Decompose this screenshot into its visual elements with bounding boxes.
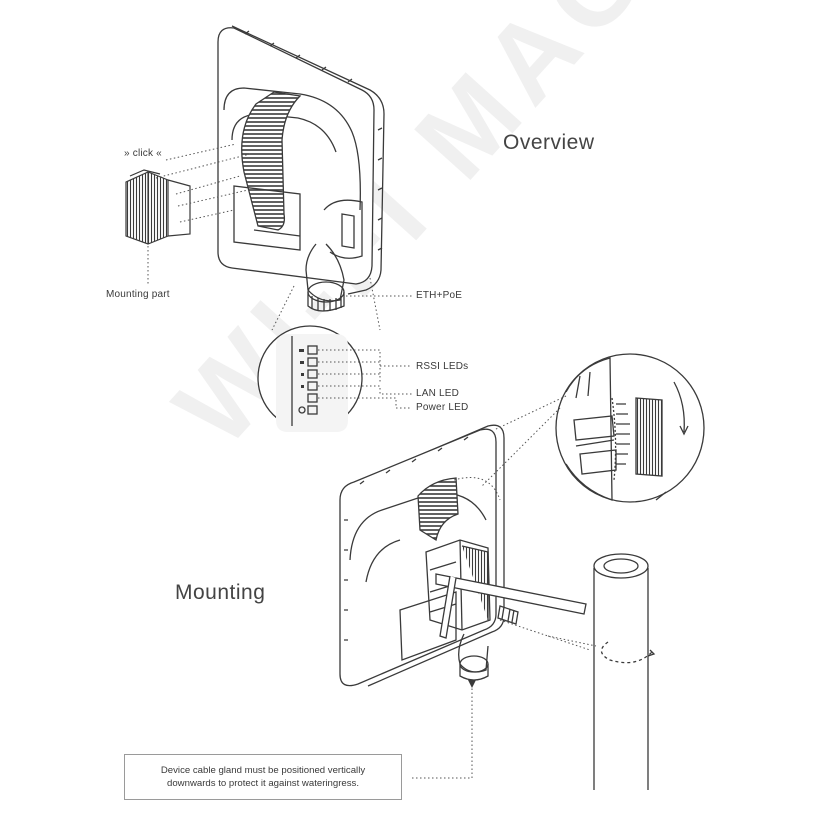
pole [593,553,656,790]
arrow-head [468,680,476,688]
lan-led-label: LAN LED [416,388,460,399]
led-detail-circle [257,325,363,432]
mounting-part-icon [125,169,191,245]
rssi-leds-label: RSSI LEDs [416,361,469,372]
note-line-1: Device cable gland must be positioned ve… [160,765,366,776]
led-leaders [318,349,412,409]
cable-gland-note: Device cable gland must be positioned ve… [124,754,402,800]
leader-lines-bottom [412,395,597,779]
mounting-part-label: Mounting part [106,289,170,300]
overview-device [217,25,385,312]
mounting-heading: Mounting [175,581,266,604]
eth-poe-label: ETH+PoE [416,290,463,301]
mounted-device [339,424,505,687]
overview-heading: Overview [503,131,595,154]
note-line-2: downwards to protect it against watering… [167,778,359,789]
power-led-label: Power LED [416,402,469,413]
bracket-detail-circle [555,353,705,503]
click-label: » click « [124,148,162,159]
leader-lines-top [147,143,412,331]
clamp-bar [435,573,587,639]
